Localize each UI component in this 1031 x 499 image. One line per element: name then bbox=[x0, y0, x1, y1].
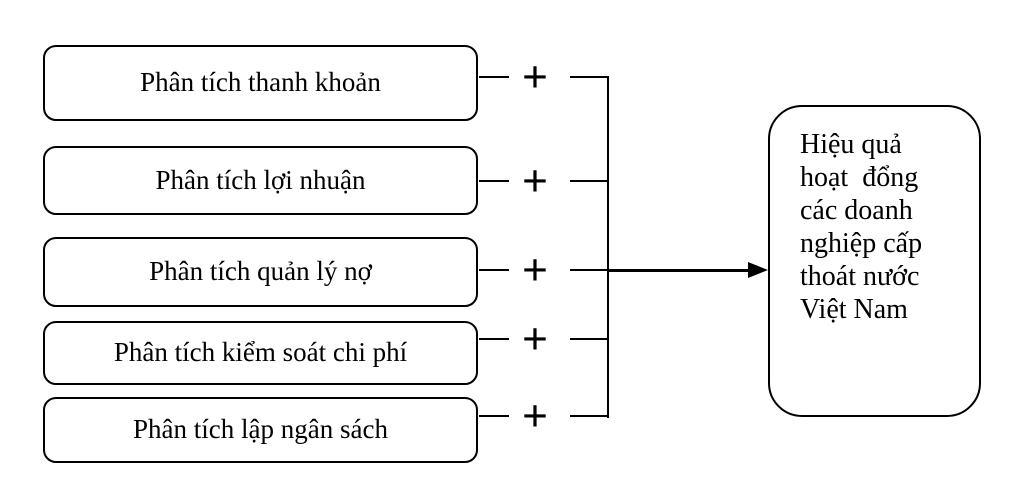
factor-box-thanh-khoan: Phân tích thanh khoản bbox=[43, 45, 478, 121]
factor-box-label: Phân tích thanh khoản bbox=[140, 67, 381, 98]
factor-box-label: Phân tích quản lý nợ bbox=[149, 256, 372, 287]
arrow-head bbox=[748, 262, 768, 278]
collector-line bbox=[607, 77, 609, 418]
plus-icon: + bbox=[521, 244, 549, 295]
plus-icon: + bbox=[521, 313, 549, 364]
factor-box-lap-ngan-sach: Phân tích lập ngân sách bbox=[43, 397, 478, 463]
factor-box-kiem-soat-chi-phi: Phân tích kiểm soát chi phí bbox=[43, 321, 478, 385]
factor-box-loi-nhuan: Phân tích lợi nhuận bbox=[43, 146, 478, 215]
line-segment bbox=[479, 415, 509, 417]
factor-box-label: Phân tích lợi nhuận bbox=[155, 164, 366, 195]
arrow-line bbox=[608, 269, 750, 272]
factor-box-quan-ly-no: Phân tích quản lý nợ bbox=[43, 237, 478, 307]
plus-icon: + bbox=[521, 390, 549, 441]
line-segment bbox=[570, 338, 609, 340]
factor-box-label: Phân tích kiểm soát chi phí bbox=[113, 337, 408, 368]
result-box-label: Hiệu quả hoạt đổng các doanh nghiệp cấp … bbox=[800, 129, 923, 325]
result-box: Hiệu quả hoạt đổng các doanh nghiệp cấp … bbox=[768, 105, 981, 417]
plus-icon: + bbox=[521, 51, 549, 102]
line-segment bbox=[570, 180, 609, 182]
line-segment bbox=[479, 338, 509, 340]
line-segment bbox=[570, 415, 609, 417]
line-segment bbox=[479, 76, 509, 78]
plus-icon: + bbox=[521, 155, 549, 206]
line-segment bbox=[479, 180, 509, 182]
factor-box-label: Phân tích lập ngân sách bbox=[133, 414, 388, 445]
line-segment bbox=[570, 269, 609, 271]
line-segment bbox=[570, 76, 609, 78]
line-segment bbox=[479, 269, 509, 271]
